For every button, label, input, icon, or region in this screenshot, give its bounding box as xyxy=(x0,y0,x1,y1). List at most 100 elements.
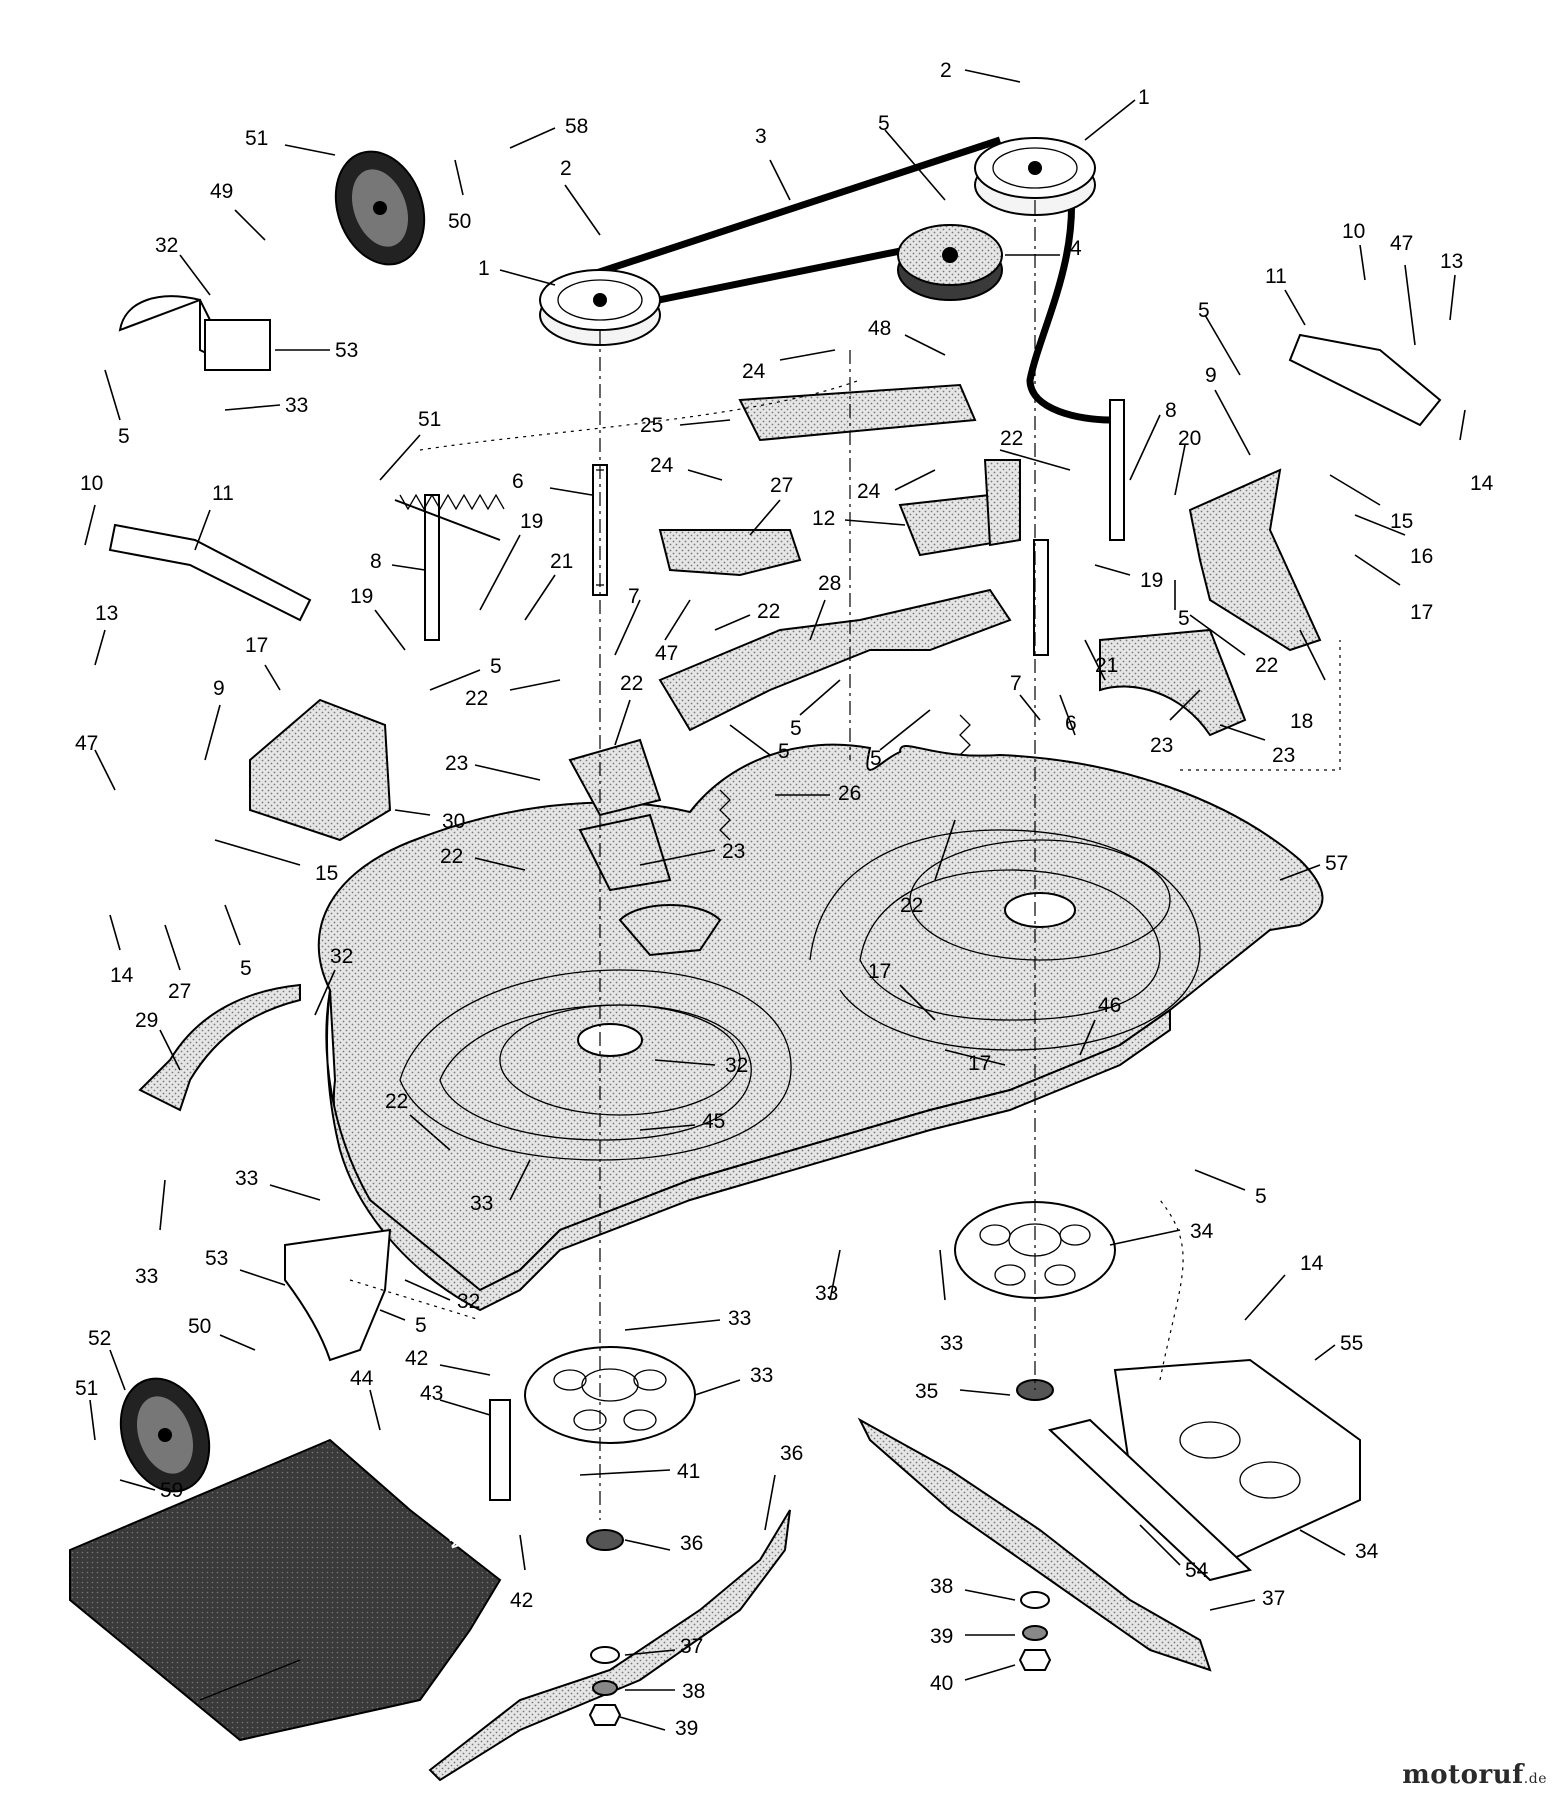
svg-text:28: 28 xyxy=(818,572,841,595)
callout-46: 46 xyxy=(1079,994,1121,1056)
callout-40-right: 40 xyxy=(930,1664,1016,1695)
watermark-brand: motoruf xyxy=(1402,1760,1524,1790)
svg-text:59: 59 xyxy=(160,1479,183,1502)
callout-17-deck: 17 xyxy=(868,960,936,1021)
callout-37-right: 37 xyxy=(1209,1587,1285,1611)
svg-text:4: 4 xyxy=(1070,237,1082,260)
callout-27: 27 xyxy=(749,474,793,536)
pulley-1-right xyxy=(974,137,1096,216)
svg-text:1: 1 xyxy=(1138,86,1150,109)
svg-text:5: 5 xyxy=(118,425,130,448)
svg-text:29: 29 xyxy=(135,1009,158,1032)
callout-22-deck: 22 xyxy=(900,819,956,917)
svg-text:34: 34 xyxy=(1355,1540,1379,1563)
idler-pulley-4 xyxy=(897,224,1003,301)
pulley-1-left xyxy=(539,269,661,346)
callout-5-left: 5 xyxy=(429,655,502,691)
callout-54: 53 xyxy=(205,1247,286,1286)
anti-scalp-bracket-30 xyxy=(249,698,392,842)
svg-text:43: 43 xyxy=(420,1382,443,1405)
callout-57: 54 xyxy=(1139,1524,1209,1582)
callout-17-right-top: 17 xyxy=(1354,554,1433,624)
svg-text:5: 5 xyxy=(878,112,890,135)
svg-text:21: 21 xyxy=(550,550,573,573)
svg-text:23: 23 xyxy=(1150,734,1173,757)
svg-text:10: 10 xyxy=(1342,220,1365,243)
deck-arm-11-right xyxy=(1288,333,1442,427)
callout-28: 28 xyxy=(809,572,841,641)
callout-15-right: 15 xyxy=(1329,474,1413,533)
callout-17-left: 17 xyxy=(245,634,281,691)
callout-9-left: 9 xyxy=(204,677,225,761)
svg-text:51: 51 xyxy=(75,1377,98,1400)
callout-8-right: 8 xyxy=(1129,399,1177,481)
callout-5-deck-right: 5 xyxy=(1194,1169,1267,1208)
svg-text:5: 5 xyxy=(778,740,790,763)
callout-8-left: 8 xyxy=(370,550,426,573)
svg-text:51: 51 xyxy=(418,408,441,431)
callout-5-center-b: 5 xyxy=(790,679,841,740)
watermark-tld: .de xyxy=(1523,1771,1547,1787)
callout-21-left: 21 xyxy=(524,550,573,621)
callout-22-left-lower: 22 xyxy=(440,845,526,871)
callout-21-right: 21 xyxy=(1084,639,1118,681)
svg-text:35: 35 xyxy=(915,1380,938,1403)
callout-34-left: 33 xyxy=(694,1364,773,1396)
svg-text:36: 36 xyxy=(780,1442,803,1465)
callout-5-lower-left: 5 xyxy=(224,904,252,980)
callout-14-right: 14 xyxy=(1459,409,1494,495)
svg-text:5: 5 xyxy=(1178,607,1190,630)
callout-6-left: 6 xyxy=(512,470,593,496)
spring-26 xyxy=(719,714,971,841)
callout-22-upper-center: 22 xyxy=(714,600,780,631)
svg-text:39: 39 xyxy=(675,1717,698,1740)
svg-text:19: 19 xyxy=(1140,569,1163,592)
baffle-23-left xyxy=(568,738,672,892)
svg-text:33: 33 xyxy=(235,1167,258,1190)
svg-text:34: 34 xyxy=(1190,1220,1214,1243)
svg-text:14: 14 xyxy=(1470,472,1494,495)
svg-text:33: 33 xyxy=(135,1265,158,1288)
callout-11-right: 11 xyxy=(1265,265,1306,326)
callout-32-left: 32 xyxy=(314,945,353,1016)
mower-deck-housing xyxy=(317,743,1324,1312)
discharge-chute-44: CAUTION xyxy=(69,1438,502,1742)
callout-50-lower: 50 xyxy=(188,1315,256,1351)
callout-50-top: 49 xyxy=(210,180,266,241)
svg-text:23: 23 xyxy=(445,752,468,775)
callout-53-lower: 52 xyxy=(88,1327,126,1391)
bracket-27 xyxy=(658,529,802,577)
callout-60-top: 58 xyxy=(509,115,588,149)
bracket-12 xyxy=(898,459,1021,557)
svg-text:1: 1 xyxy=(478,257,490,280)
callout-41: 41 xyxy=(579,1460,700,1483)
svg-text:27: 27 xyxy=(168,980,191,1003)
svg-text:22: 22 xyxy=(1000,427,1023,450)
svg-text:51: 51 xyxy=(245,127,268,150)
callout-11-left: 11 xyxy=(194,482,234,551)
svg-text:46: 46 xyxy=(1098,994,1121,1017)
callout-1-left: 1 xyxy=(478,257,556,286)
svg-text:21: 21 xyxy=(1095,654,1118,677)
callout-22-right-top: 22 xyxy=(999,427,1071,471)
callout-7-right: 7 xyxy=(1010,672,1041,721)
svg-text:53: 53 xyxy=(335,339,358,362)
wheel-bracket-54 xyxy=(284,1228,392,1362)
callout-32-top: 32 xyxy=(155,234,211,296)
callout-10-left: 10 xyxy=(80,472,103,546)
callout-40-left: 39 xyxy=(619,1716,698,1740)
svg-text:19: 19 xyxy=(350,585,373,608)
center-lines xyxy=(349,200,1341,1520)
callout-51-lower: 51 xyxy=(75,1377,98,1441)
bar-35 xyxy=(1047,1418,1253,1582)
svg-text:22: 22 xyxy=(440,845,463,868)
svg-text:22: 22 xyxy=(757,600,780,623)
callout-23-right-top: 23 xyxy=(1150,689,1201,757)
callout-25: 25 xyxy=(640,414,731,437)
callout-35: 34 xyxy=(1299,1529,1379,1563)
svg-text:22: 22 xyxy=(620,672,643,695)
callout-33-top: 33 xyxy=(224,394,308,417)
svg-text:32: 32 xyxy=(155,234,178,257)
callout-9-right: 9 xyxy=(1205,364,1251,456)
callout-5-top: 5 xyxy=(878,112,946,201)
